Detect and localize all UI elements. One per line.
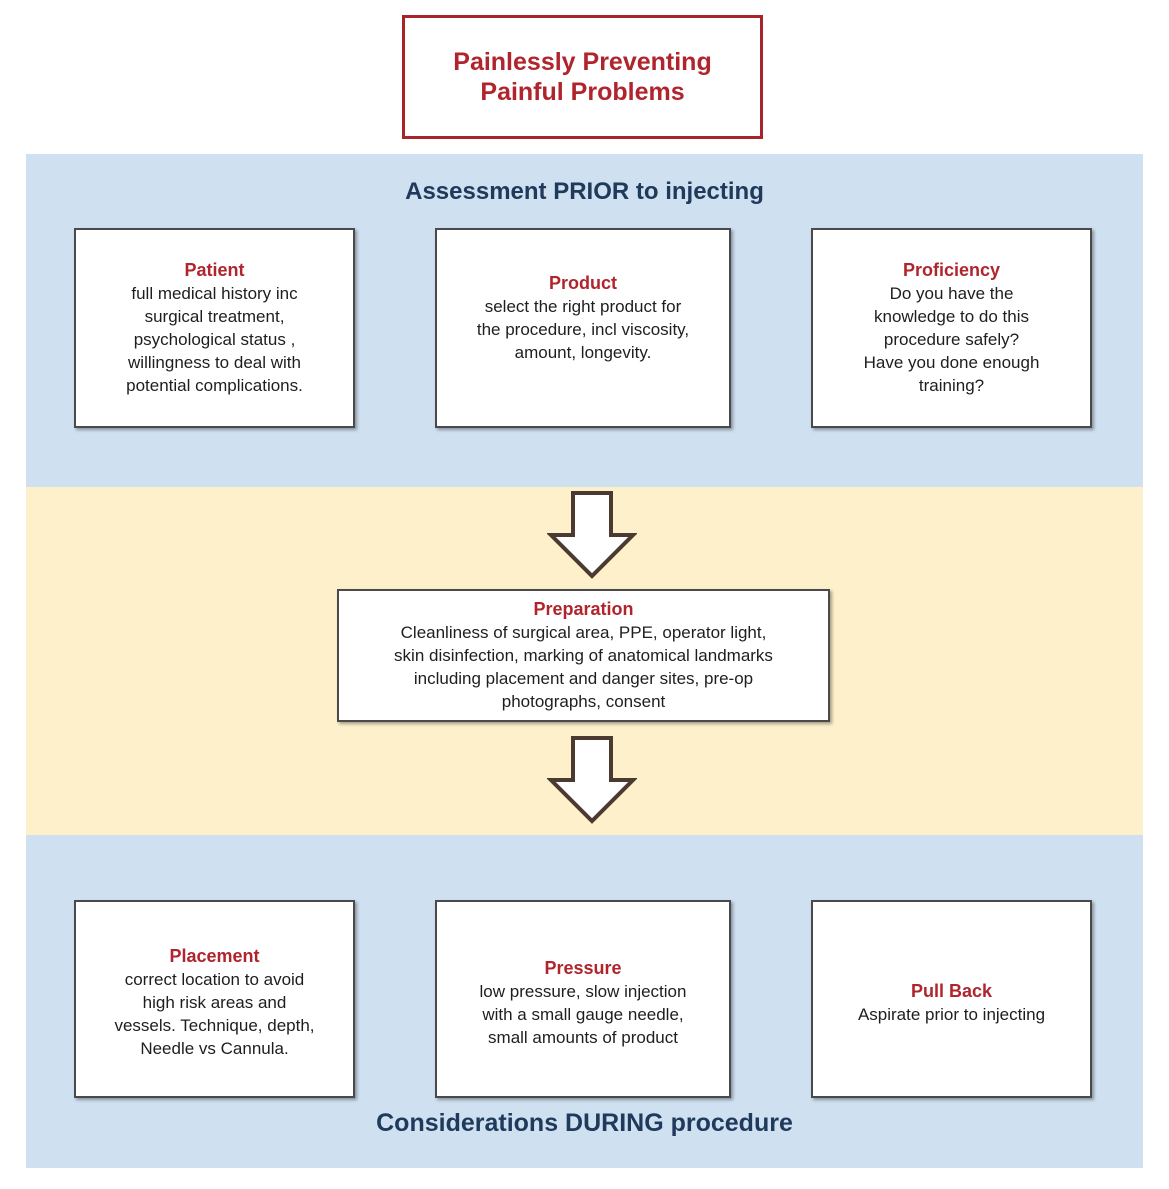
- title-line-1: Painlessly Preventing: [453, 48, 712, 76]
- card-line: willingness to deal with: [128, 353, 301, 372]
- card-line: Cleanliness of surgical area, PPE, opera…: [400, 623, 767, 642]
- card-title: Proficiency: [902, 260, 1001, 280]
- card-line: vessels. Technique, depth,: [114, 1016, 315, 1035]
- during-heading: Considerations DURING procedure: [376, 1109, 793, 1137]
- pull-back-card: Pull Back Aspirate prior to injecting: [811, 900, 1092, 1098]
- during-band: Placement correct location to avoid high…: [26, 835, 1143, 1168]
- card-line: small amounts of product: [488, 1028, 678, 1047]
- card-title: Product: [548, 273, 617, 293]
- preparation-band: Preparation Cleanliness of surgical area…: [26, 487, 1143, 835]
- card-line: potential complications.: [126, 376, 303, 395]
- assessment-heading: Assessment PRIOR to injecting: [405, 178, 764, 205]
- card-line: psychological status ,: [133, 330, 296, 349]
- card-line: Have you done enough: [863, 353, 1040, 372]
- card-line: full medical history inc: [131, 284, 298, 303]
- card-line: Needle vs Cannula.: [140, 1039, 289, 1058]
- card-line: the procedure, incl viscosity,: [476, 320, 690, 339]
- title-line-2: Painful Problems: [480, 78, 685, 106]
- card-line: select the right product for: [484, 297, 682, 316]
- card-title: Pressure: [544, 958, 622, 978]
- card-line: including placement and danger sites, pr…: [413, 669, 754, 688]
- card-line: surgical treatment,: [144, 307, 285, 326]
- placement-card: Placement correct location to avoid high…: [74, 900, 355, 1098]
- patient-card: Patient full medical history inc surgica…: [74, 228, 355, 428]
- diagram-title: Painlessly Preventing Painful Problems: [402, 15, 763, 139]
- card-line: photographs, consent: [501, 692, 666, 711]
- preparation-card: Preparation Cleanliness of surgical area…: [337, 589, 830, 722]
- assessment-band: Assessment PRIOR to injecting Patient fu…: [26, 154, 1143, 487]
- card-line: with a small gauge needle,: [482, 1005, 684, 1024]
- card-line: knowledge to do this: [874, 307, 1029, 326]
- card-line: amount, longevity.: [514, 343, 652, 362]
- down-arrow-icon: [547, 736, 637, 824]
- card-line: low pressure, slow injection: [479, 982, 687, 1001]
- down-arrow-icon: [547, 491, 637, 579]
- card-line: high risk areas and: [142, 993, 287, 1012]
- card-line: Do you have the: [889, 284, 1014, 303]
- proficiency-card: Proficiency Do you have the knowledge to…: [811, 228, 1092, 428]
- card-line: skin disinfection, marking of anatomical…: [394, 646, 773, 665]
- card-line: training?: [918, 376, 985, 395]
- pressure-card: Pressure low pressure, slow injection wi…: [435, 900, 731, 1098]
- card-title: Preparation: [533, 599, 634, 619]
- card-line: Aspirate prior to injecting: [857, 1005, 1046, 1024]
- product-card: Product select the right product for the…: [435, 228, 731, 428]
- card-title: Placement: [169, 946, 260, 966]
- card-title: Pull Back: [910, 981, 993, 1001]
- card-line: correct location to avoid: [124, 970, 305, 989]
- card-line: procedure safely?: [883, 330, 1020, 349]
- card-title: Patient: [184, 260, 245, 280]
